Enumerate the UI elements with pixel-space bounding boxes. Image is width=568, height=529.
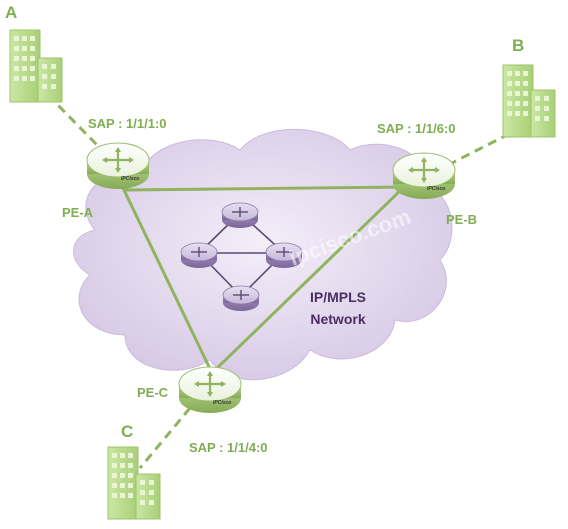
- site-a-building-icon: [9, 29, 63, 103]
- pe-b-router: IPCisco: [392, 152, 456, 199]
- service-triangle: [121, 185, 408, 376]
- pe-b-label: PE-B: [446, 212, 477, 227]
- network-label-line2: Network: [310, 311, 365, 327]
- pe-c-label: PE-C: [137, 385, 169, 400]
- link-site-c-pe-c: [138, 407, 192, 469]
- router-arrows-icon: [102, 147, 134, 173]
- link-site-b-pe-b: [447, 134, 506, 167]
- router-brand: IPCisco: [427, 186, 445, 192]
- router-arrows-icon: [408, 157, 440, 183]
- site-a-label: A: [5, 3, 17, 22]
- network-label-line1: IP/MPLS: [310, 289, 366, 305]
- router-arrows-icon: [194, 371, 226, 397]
- core-router-bottom: [222, 285, 260, 311]
- pe-a-label: PE-A: [62, 205, 94, 220]
- pe-c-sap-label: SAP : 1/1/4:0: [189, 440, 268, 455]
- link-site-a-pe-a: [46, 93, 102, 150]
- router-brand: IPCisco: [213, 400, 231, 406]
- site-c-building-icon: [107, 446, 161, 520]
- pe-b-sap-label: SAP : 1/1/6:0: [377, 121, 456, 136]
- mpls-cloud: [73, 128, 453, 381]
- site-c-label: C: [121, 422, 133, 441]
- pe-a-sap-label: SAP : 1/1/1:0: [88, 116, 167, 131]
- core-router-left: [180, 242, 218, 268]
- router-brand: IPCisco: [121, 176, 139, 182]
- access-links: [46, 93, 506, 469]
- pe-c-router: IPCisco: [178, 366, 242, 413]
- core-router-right: [265, 242, 303, 268]
- site-b-label: B: [512, 36, 524, 55]
- core-router-top: [221, 202, 259, 228]
- site-b-building-icon: [502, 64, 556, 138]
- pe-a-router: IPCisco: [86, 142, 150, 189]
